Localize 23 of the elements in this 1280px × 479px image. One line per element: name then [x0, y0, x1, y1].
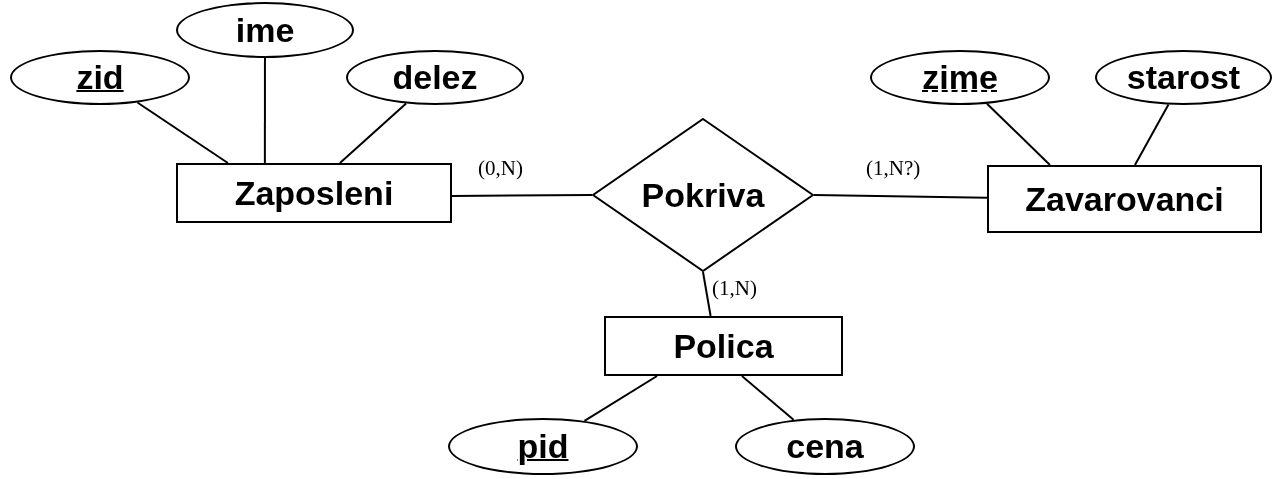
connector-line — [338, 102, 408, 164]
entity-name: Polica — [673, 326, 774, 366]
attribute-name: ime — [235, 10, 295, 50]
entity-box — [176, 163, 452, 223]
entity-box — [987, 165, 1262, 233]
connector-line — [1133, 103, 1170, 166]
key-attribute-name: zid — [76, 58, 124, 97]
attribute-name: cena — [786, 427, 864, 466]
attribute-name: delez — [392, 58, 478, 97]
connector-line — [451, 194, 593, 197]
entity-name: Zavarovanci — [1025, 179, 1224, 219]
connector-line — [986, 102, 1051, 166]
relationship-name: Pokriva — [641, 175, 765, 215]
connector-line — [813, 194, 988, 199]
connector-line — [740, 375, 795, 421]
connector-line — [702, 271, 712, 317]
key-attribute-name: pid — [517, 427, 569, 466]
entity-box — [604, 316, 843, 376]
relationship-diamond — [592, 118, 814, 272]
entity-name: Zaposleni — [234, 173, 394, 213]
attribute-name: starost — [1126, 58, 1241, 97]
key-attribute-name: zime — [922, 58, 998, 97]
connector-line — [263, 57, 266, 164]
